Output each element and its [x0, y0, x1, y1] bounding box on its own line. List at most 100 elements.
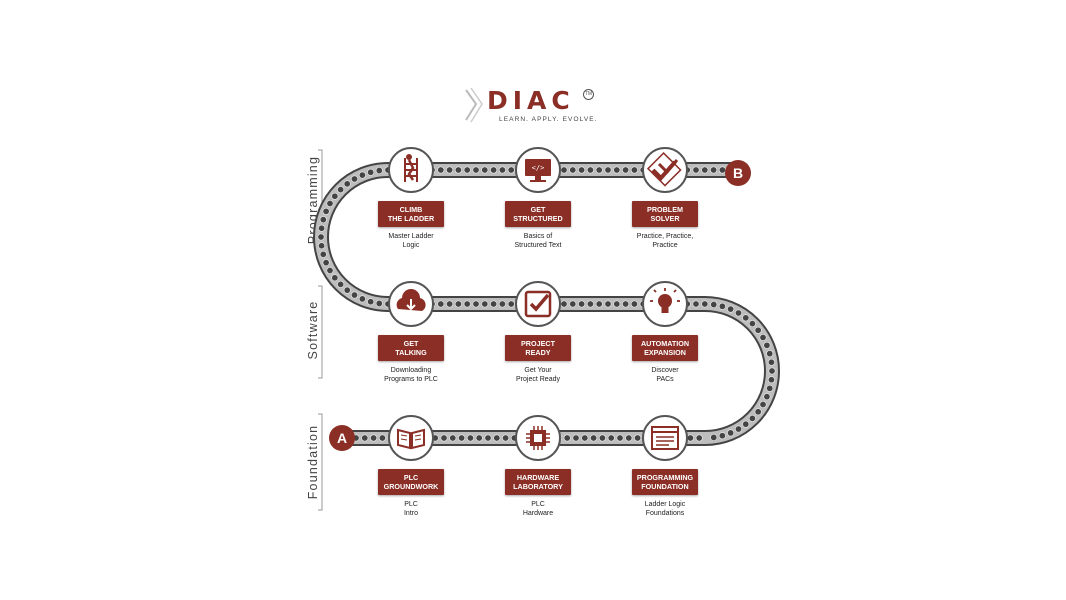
- node-title-line: TALKING: [395, 348, 427, 357]
- node-title-line: PROJECT: [521, 339, 555, 348]
- track-dot: [319, 216, 327, 224]
- track-dot: [604, 166, 612, 174]
- node-problem-solver[interactable]: [642, 147, 688, 193]
- node-get-structured[interactable]: </>: [515, 147, 561, 193]
- track-dot: [322, 259, 330, 267]
- track-dot: [507, 166, 515, 174]
- node-description-line: Practice: [652, 242, 678, 249]
- track-dot: [586, 300, 594, 308]
- checkbox-icon: [524, 290, 552, 318]
- node-description-line: Hardware: [522, 510, 554, 517]
- track-dot: [484, 434, 492, 442]
- track-dot: [718, 302, 726, 310]
- track-dot: [440, 434, 448, 442]
- track-dot: [454, 166, 462, 174]
- track-dot: [734, 309, 742, 317]
- track-dot: [748, 320, 756, 328]
- start-marker-letter: A: [337, 430, 347, 446]
- track-dot: [322, 207, 330, 215]
- node-description-line: Logic: [402, 242, 420, 249]
- track-dot: [370, 434, 378, 442]
- track-dot: [710, 433, 718, 441]
- track-dot: [701, 300, 709, 308]
- track-dot: [763, 393, 771, 401]
- node-title-line: THE LADDER: [387, 214, 435, 223]
- track-dot: [458, 434, 466, 442]
- track-dot: [569, 166, 577, 174]
- track-dot: [318, 224, 326, 232]
- track-dot: [595, 300, 603, 308]
- node-description-line: Project Ready: [516, 376, 560, 383]
- track-dot: [692, 166, 700, 174]
- track-dot: [454, 300, 462, 308]
- track-dot: [727, 305, 735, 313]
- track-dot: [695, 434, 703, 442]
- track-dot: [595, 166, 603, 174]
- document-list-icon: [651, 426, 679, 450]
- track-dot: [622, 300, 630, 308]
- node-hardware-laboratory[interactable]: [515, 415, 561, 461]
- double-check-icon: [646, 151, 682, 187]
- track-dot: [613, 300, 621, 308]
- track-dot: [766, 384, 774, 392]
- node-programming-foundation[interactable]: [642, 415, 688, 461]
- track-dot: [581, 434, 589, 442]
- node-description-line: Discover: [651, 367, 679, 374]
- node-title-line: EXPANSION: [644, 348, 686, 357]
- track-dot: [331, 274, 339, 282]
- track-dot: [604, 300, 612, 308]
- track-dot: [630, 300, 638, 308]
- node-automation-expansion[interactable]: [642, 281, 688, 327]
- node-climb-the-ladder[interactable]: [388, 147, 434, 193]
- track-dot: [734, 425, 742, 433]
- track-dot: [590, 434, 598, 442]
- node-title-line: SOLVER: [650, 214, 680, 223]
- track-dot: [493, 434, 501, 442]
- track-dot: [375, 299, 383, 307]
- node-title-line: AUTOMATION: [640, 339, 690, 348]
- track-dot: [367, 168, 375, 176]
- node-get-talking[interactable]: [388, 281, 434, 327]
- node-description-problem-solver: Practice, Practice,Practice: [620, 232, 710, 250]
- node-title-line: LABORATORY: [513, 482, 563, 491]
- track-dot: [367, 298, 375, 306]
- open-book-icon: [397, 428, 425, 450]
- node-project-ready[interactable]: [515, 281, 561, 327]
- track-dot: [727, 429, 735, 437]
- track-dot: [710, 301, 718, 309]
- node-plc-groundwork[interactable]: [388, 415, 434, 461]
- track-dot: [686, 434, 694, 442]
- track-dot: [326, 266, 334, 274]
- trademark-badge: TM: [583, 89, 594, 100]
- track-dot: [569, 300, 577, 308]
- track-dot: [563, 434, 571, 442]
- track-dot: [742, 420, 750, 428]
- track-dot: [767, 358, 775, 366]
- track-dot: [613, 166, 621, 174]
- node-description-line: PLC: [404, 501, 418, 508]
- track-dot: [710, 166, 718, 174]
- track-dot: [507, 300, 515, 308]
- node-description-line: Ladder Logic: [644, 501, 686, 508]
- node-description-line: Programs to PLC: [384, 376, 438, 383]
- node-title-line: GET: [530, 205, 546, 214]
- track-dot: [502, 434, 510, 442]
- track-dot: [350, 291, 358, 299]
- track-dot: [331, 192, 339, 200]
